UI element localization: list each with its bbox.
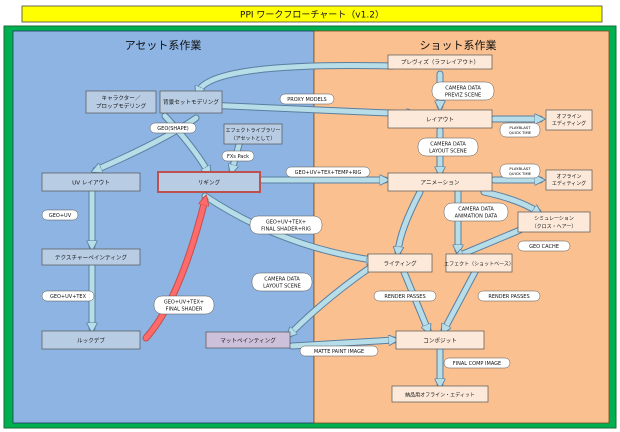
svg-text:PLAYBLAST: PLAYBLAST xyxy=(509,125,531,130)
node-lookdev[interactable]: ルックデブ xyxy=(41,330,141,350)
node-texture-label: テクスチャーペインティング xyxy=(55,254,128,262)
node-lighting-label: ライティング xyxy=(383,260,417,268)
svg-text:LAYOUT SCENE: LAYOUT SCENE xyxy=(429,149,467,155)
svg-text:PREVIZ SCENE: PREVIZ SCENE xyxy=(445,93,481,99)
node-matte-label: マットペインティング xyxy=(220,337,276,345)
svg-text:MATTE PAINT IMAGE: MATTE PAINT IMAGE xyxy=(314,349,364,355)
label-geo-final-shader: GEO+UV+TEX+ FINAL SHADER xyxy=(153,295,215,315)
svg-text:QUICK TIME: QUICK TIME xyxy=(509,171,532,176)
node-previs[interactable]: プレヴィズ（ラフレイアウト） xyxy=(387,54,493,70)
node-composite-label: コンポジット xyxy=(423,337,457,345)
svg-text:FINAL SHADER: FINAL SHADER xyxy=(166,307,203,313)
node-effect-lib-label-1: エフェクトライブラリー xyxy=(225,127,280,134)
svg-text:ANIMATION DATA: ANIMATION DATA xyxy=(455,214,498,220)
node-offline2-label-2: エディティング xyxy=(552,180,586,187)
node-effect-library[interactable]: エフェクトライブラリー （アセットとして） xyxy=(223,123,283,145)
node-character-modeling[interactable]: キャラクター／ プロップモデリング xyxy=(85,90,157,114)
label-matte-image: MATTE PAINT IMAGE xyxy=(299,345,379,357)
node-bg-label: 背景セットモデリング xyxy=(163,98,219,106)
label-geo-shape: GEO(SHAPE) xyxy=(149,122,197,134)
edge-labels: CAMERA DATA PREVIZ SCENE PROXY MODELS GE… xyxy=(41,81,571,369)
node-delivery[interactable]: 納品用オフライン・エディット xyxy=(391,385,489,403)
label-render-passes-2: RENDER PASSES xyxy=(477,290,541,302)
node-offline2-label-1: オフライン xyxy=(556,174,581,180)
title-bar xyxy=(21,5,603,23)
node-delivery-label: 納品用オフライン・エディット xyxy=(405,392,475,399)
label-geo-temp-rig: GEO+UV+TEX+TEMP+RIG xyxy=(285,166,371,178)
node-sim-label-1: シミュレーション xyxy=(534,216,574,222)
label-playblast-1: PLAYBLAST QUICK TIME xyxy=(499,122,541,138)
node-uv-label: UV レイアウト xyxy=(72,179,110,187)
node-character-label-2: プロップモデリング xyxy=(96,102,147,110)
node-offline1-label-1: オフライン xyxy=(556,114,581,120)
svg-text:GEO+UV+TEX+: GEO+UV+TEX+ xyxy=(266,220,306,226)
svg-text:CAMERA DATA: CAMERA DATA xyxy=(458,207,494,213)
asset-section-header: アセット系作業 xyxy=(125,39,202,52)
nodes: プレヴィズ（ラフレイアウト） キャラクター／ プロップモデリング 背景セットモデ… xyxy=(41,54,593,403)
node-layout[interactable]: レイアウト xyxy=(387,109,493,129)
node-rigging[interactable]: リギング xyxy=(157,171,261,193)
node-uv-layout[interactable]: UV レイアウト xyxy=(41,172,141,192)
node-animation[interactable]: アニメーション xyxy=(387,172,493,192)
label-camera-layout: CAMERA DATA LAYOUT SCENE xyxy=(417,137,479,157)
node-effect-shot[interactable]: エフェクト（ショットベース） xyxy=(444,253,514,273)
svg-text:GEO(SHAPE): GEO(SHAPE) xyxy=(157,126,188,132)
node-texture-painting[interactable]: テクスチャーペインティング xyxy=(41,248,141,266)
svg-text:GEO+UV+TEX: GEO+UV+TEX xyxy=(50,294,87,300)
label-camera-previz: CAMERA DATA PREVIZ SCENE xyxy=(431,81,495,101)
node-simulation[interactable]: シミュレーション （クロス・ヘアー） xyxy=(517,211,591,233)
svg-text:CAMERA DATA: CAMERA DATA xyxy=(264,277,300,283)
node-offline-editing-1[interactable]: オフライン エディティング xyxy=(545,109,593,131)
label-proxy-models: PROXY MODELS xyxy=(279,93,335,105)
node-rigging-label: リギング xyxy=(198,179,221,187)
svg-text:CAMERA DATA: CAMERA DATA xyxy=(445,86,481,92)
svg-text:CAMERA DATA: CAMERA DATA xyxy=(430,142,466,148)
node-offline-editing-2[interactable]: オフライン エディティング xyxy=(545,169,593,191)
label-geo-uv-tex: GEO+UV+TEX xyxy=(41,290,95,302)
node-sim-label-2: （クロス・ヘアー） xyxy=(532,224,577,230)
label-geo-uv: GEO+UV xyxy=(41,209,79,221)
node-layout-label: レイアウト xyxy=(426,116,454,124)
page-title: PPI ワークフローチャート（v1.2） xyxy=(240,10,384,21)
label-fxs-pack: FXs Pack xyxy=(221,150,255,162)
label-final-comp: FINAL COMP IMAGE xyxy=(443,357,511,369)
svg-text:PROXY MODELS: PROXY MODELS xyxy=(287,97,326,103)
svg-text:GEO+UV+TEX+TEMP+RIG: GEO+UV+TEX+TEMP+RIG xyxy=(295,170,362,176)
node-lighting[interactable]: ライティング xyxy=(367,253,433,273)
label-geo-final-rig: GEO+UV+TEX+ FINAL SHADER+RIG xyxy=(249,215,323,235)
node-lookdev-label: ルックデブ xyxy=(77,337,105,345)
label-camera-layout-2: CAMERA DATA LAYOUT SCENE xyxy=(251,272,313,292)
node-bg-modeling[interactable]: 背景セットモデリング xyxy=(159,90,223,114)
node-previs-label: プレヴィズ（ラフレイアウト） xyxy=(401,58,479,66)
label-geo-cache: GEO CACHE xyxy=(517,240,571,252)
svg-text:QUICK TIME: QUICK TIME xyxy=(509,130,532,135)
node-composite[interactable]: コンポジット xyxy=(395,330,485,350)
svg-text:FINAL COMP IMAGE: FINAL COMP IMAGE xyxy=(453,361,501,367)
node-animation-label: アニメーション xyxy=(421,180,460,187)
shot-section-header: ショット系作業 xyxy=(420,39,497,52)
node-offline1-label-2: エディティング xyxy=(552,120,586,127)
svg-text:FINAL SHADER+RIG: FINAL SHADER+RIG xyxy=(261,227,311,233)
svg-text:GEO CACHE: GEO CACHE xyxy=(529,244,559,250)
label-render-passes-1: RENDER PASSES xyxy=(373,290,437,302)
label-camera-anim: CAMERA DATA ANIMATION DATA xyxy=(443,202,509,222)
svg-text:RENDER PASSES: RENDER PASSES xyxy=(384,294,425,300)
label-playblast-2: PLAYBLAST QUICK TIME xyxy=(499,163,541,179)
node-effect-lib-label-2: （アセットとして） xyxy=(231,136,276,142)
svg-text:RENDER PASSES: RENDER PASSES xyxy=(488,294,529,300)
node-matte-painting[interactable]: マットペインティング xyxy=(205,331,291,349)
node-character-label-1: キャラクター／ xyxy=(102,94,141,102)
arrows xyxy=(92,62,540,384)
node-effect-shot-label: エフェクト（ショットベース） xyxy=(444,262,514,268)
svg-text:PLAYBLAST: PLAYBLAST xyxy=(509,166,531,171)
svg-text:LAYOUT SCENE: LAYOUT SCENE xyxy=(263,284,301,290)
svg-text:GEO+UV+TEX+: GEO+UV+TEX+ xyxy=(164,300,204,306)
svg-text:FXs Pack: FXs Pack xyxy=(227,154,249,160)
svg-text:GEO+UV: GEO+UV xyxy=(49,213,72,219)
